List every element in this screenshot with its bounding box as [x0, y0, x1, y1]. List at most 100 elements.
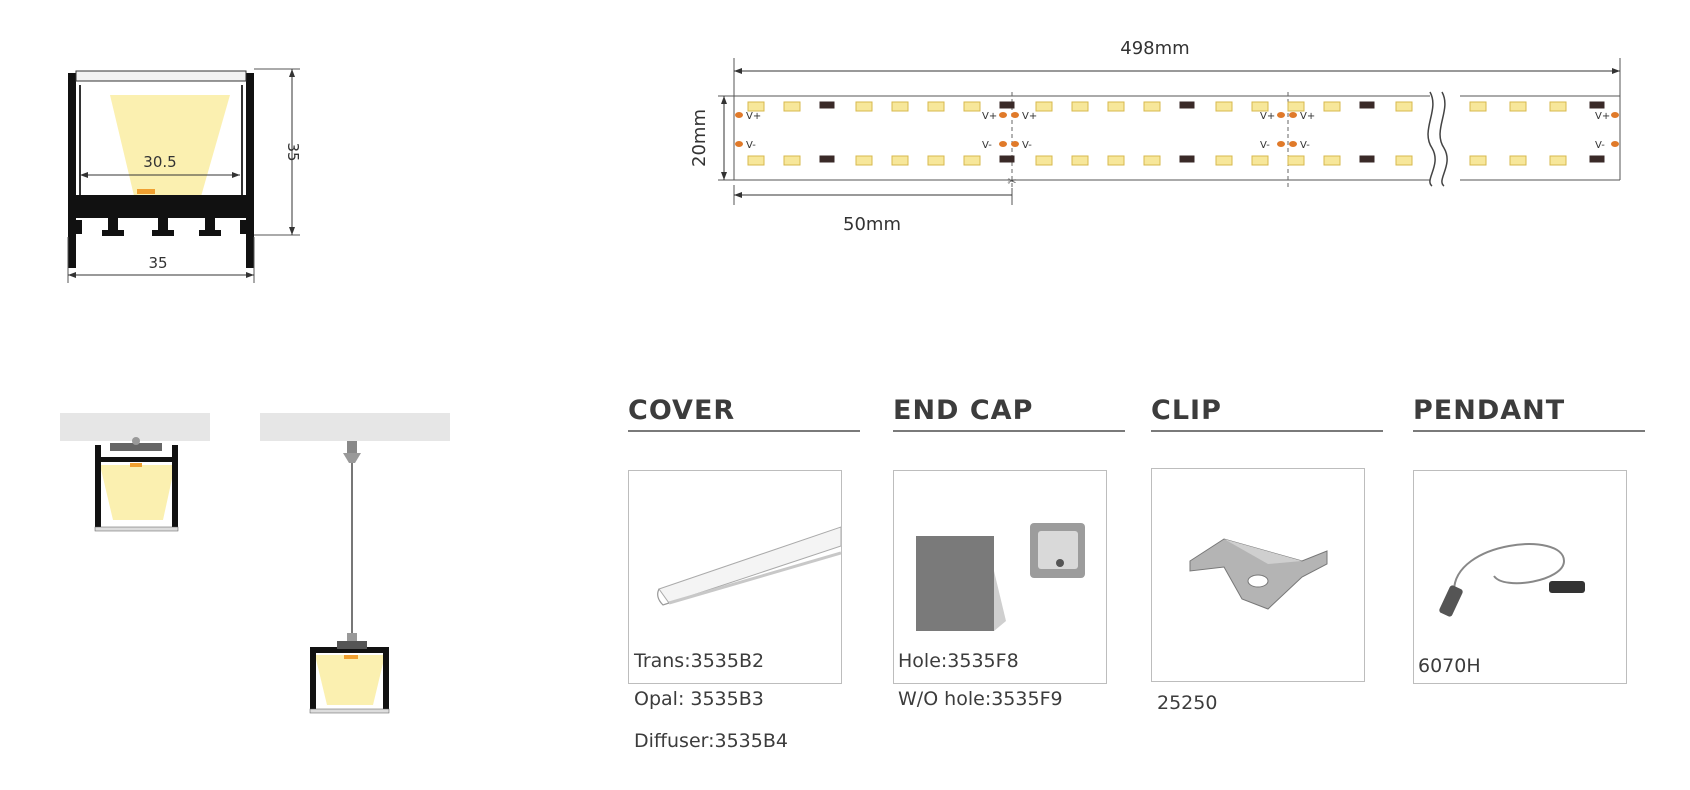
resistor-chip — [1589, 155, 1605, 163]
cover-code-diffuser: Diffuser:3535B4 — [634, 730, 788, 752]
vminus-label: V- — [982, 140, 992, 151]
vminus-label: V- — [746, 140, 756, 151]
vplus-label: V+ — [1595, 111, 1610, 122]
strip-length-label: 498mm — [1120, 38, 1189, 59]
led-chip — [1395, 101, 1413, 112]
led-chip — [1549, 101, 1567, 112]
led-strip-diagram: 498mm 20mm V+ V- V+ V+ V- — [689, 38, 1621, 235]
led-chip — [783, 155, 801, 166]
resistor-chip — [819, 101, 835, 109]
led-chip — [1509, 101, 1527, 112]
pendant-image-card — [1413, 470, 1627, 684]
end-cap-image-card — [893, 470, 1107, 684]
resistor-chip — [1179, 101, 1195, 109]
resistor-chip — [999, 101, 1015, 109]
resistor-chip — [999, 155, 1015, 163]
led-chip — [783, 101, 801, 112]
led-chip — [137, 189, 155, 194]
led-chip — [1469, 101, 1487, 112]
led-chip — [927, 155, 945, 166]
vplus-label: V+ — [1300, 111, 1315, 122]
vminus-label: V- — [1260, 140, 1270, 151]
profile-right-wall — [246, 73, 254, 268]
pendant-title-rule — [1413, 430, 1645, 432]
ceiling — [260, 413, 450, 441]
led-chip — [1323, 155, 1341, 166]
led-chip — [1071, 101, 1089, 112]
led-chip — [747, 155, 765, 166]
led-chip — [1469, 155, 1487, 166]
scissors-icon: ✂ — [1007, 175, 1016, 188]
width-label: 35 — [148, 254, 167, 272]
led-chip — [963, 155, 981, 166]
profile-base — [68, 195, 254, 203]
end-cap-code-hole: Hole:3535F8 — [898, 650, 1019, 672]
led-chip — [1215, 155, 1233, 166]
led-chip — [927, 101, 945, 112]
led-chip — [1143, 101, 1161, 112]
solder-pads — [735, 112, 1619, 147]
vplus-label: V+ — [1022, 111, 1037, 122]
led-chip — [1035, 155, 1053, 166]
vminus-label: V- — [1595, 140, 1605, 151]
led-chip — [1549, 155, 1567, 166]
led-chip — [1071, 155, 1089, 166]
clip-code: 25250 — [1157, 692, 1218, 714]
cover-title-rule — [628, 430, 860, 432]
pendant-kit-image — [1439, 543, 1585, 617]
led-chip — [891, 155, 909, 166]
led-chip — [1107, 155, 1125, 166]
light-beam — [110, 95, 230, 200]
resistor-chip — [1359, 101, 1375, 109]
cover-code-trans: Trans:3535B2 — [634, 650, 765, 672]
clip-title-rule — [1151, 430, 1383, 432]
resistor-chip — [819, 155, 835, 163]
cover-title: COVER — [628, 395, 736, 426]
led-chip — [1287, 155, 1305, 166]
led-chip — [855, 101, 873, 112]
clip-title: CLIP — [1151, 395, 1222, 426]
led-chip — [1323, 101, 1341, 112]
vminus-label: V- — [1022, 140, 1032, 151]
vplus-label: V+ — [746, 111, 761, 122]
end-cap-title: END CAP — [893, 395, 1034, 426]
strip-body — [733, 91, 1621, 188]
inner-width-label: 30.5 — [143, 153, 176, 171]
end-cap-title-rule — [893, 430, 1125, 432]
vplus-label: V+ — [1260, 111, 1275, 122]
end-cap-code-no-hole: W/O hole:3535F9 — [898, 688, 1063, 710]
vplus-label: V+ — [982, 111, 997, 122]
led-chip — [891, 101, 909, 112]
resistor-chip — [1179, 155, 1195, 163]
led-chip — [1143, 155, 1161, 166]
led-chip — [747, 101, 765, 112]
led-chip — [1509, 155, 1527, 166]
led-chip — [1395, 155, 1413, 166]
pendant-mount-illustration — [260, 413, 450, 714]
end-cap-image — [916, 523, 1085, 631]
diffuser-cover — [75, 70, 247, 82]
led-chip — [1251, 155, 1269, 166]
led-chip — [1107, 101, 1125, 112]
led-chip — [963, 101, 981, 112]
led-chip — [1251, 101, 1269, 112]
cover-profile-image — [657, 526, 842, 606]
cover-image-card — [628, 470, 842, 684]
vminus-label: V- — [1300, 140, 1310, 151]
led-row-top — [747, 101, 1605, 112]
cut-length-label: 50mm — [843, 214, 901, 235]
led-chip — [1287, 101, 1305, 112]
led-row-bottom — [747, 155, 1605, 166]
led-chip — [855, 155, 873, 166]
strip-width-label: 20mm — [689, 109, 710, 167]
cover-code-opal: Opal: 3535B3 — [634, 688, 764, 710]
profile-left-wall — [68, 73, 76, 268]
height-label: 35 — [284, 142, 302, 161]
clip-image — [1189, 538, 1328, 610]
clip-image-card — [1151, 468, 1365, 682]
ceiling — [60, 413, 210, 441]
resistor-chip — [1589, 101, 1605, 109]
led-chip — [1035, 101, 1053, 112]
pendant-code: 6070H — [1418, 655, 1481, 677]
surface-mount-illustration — [60, 413, 210, 532]
